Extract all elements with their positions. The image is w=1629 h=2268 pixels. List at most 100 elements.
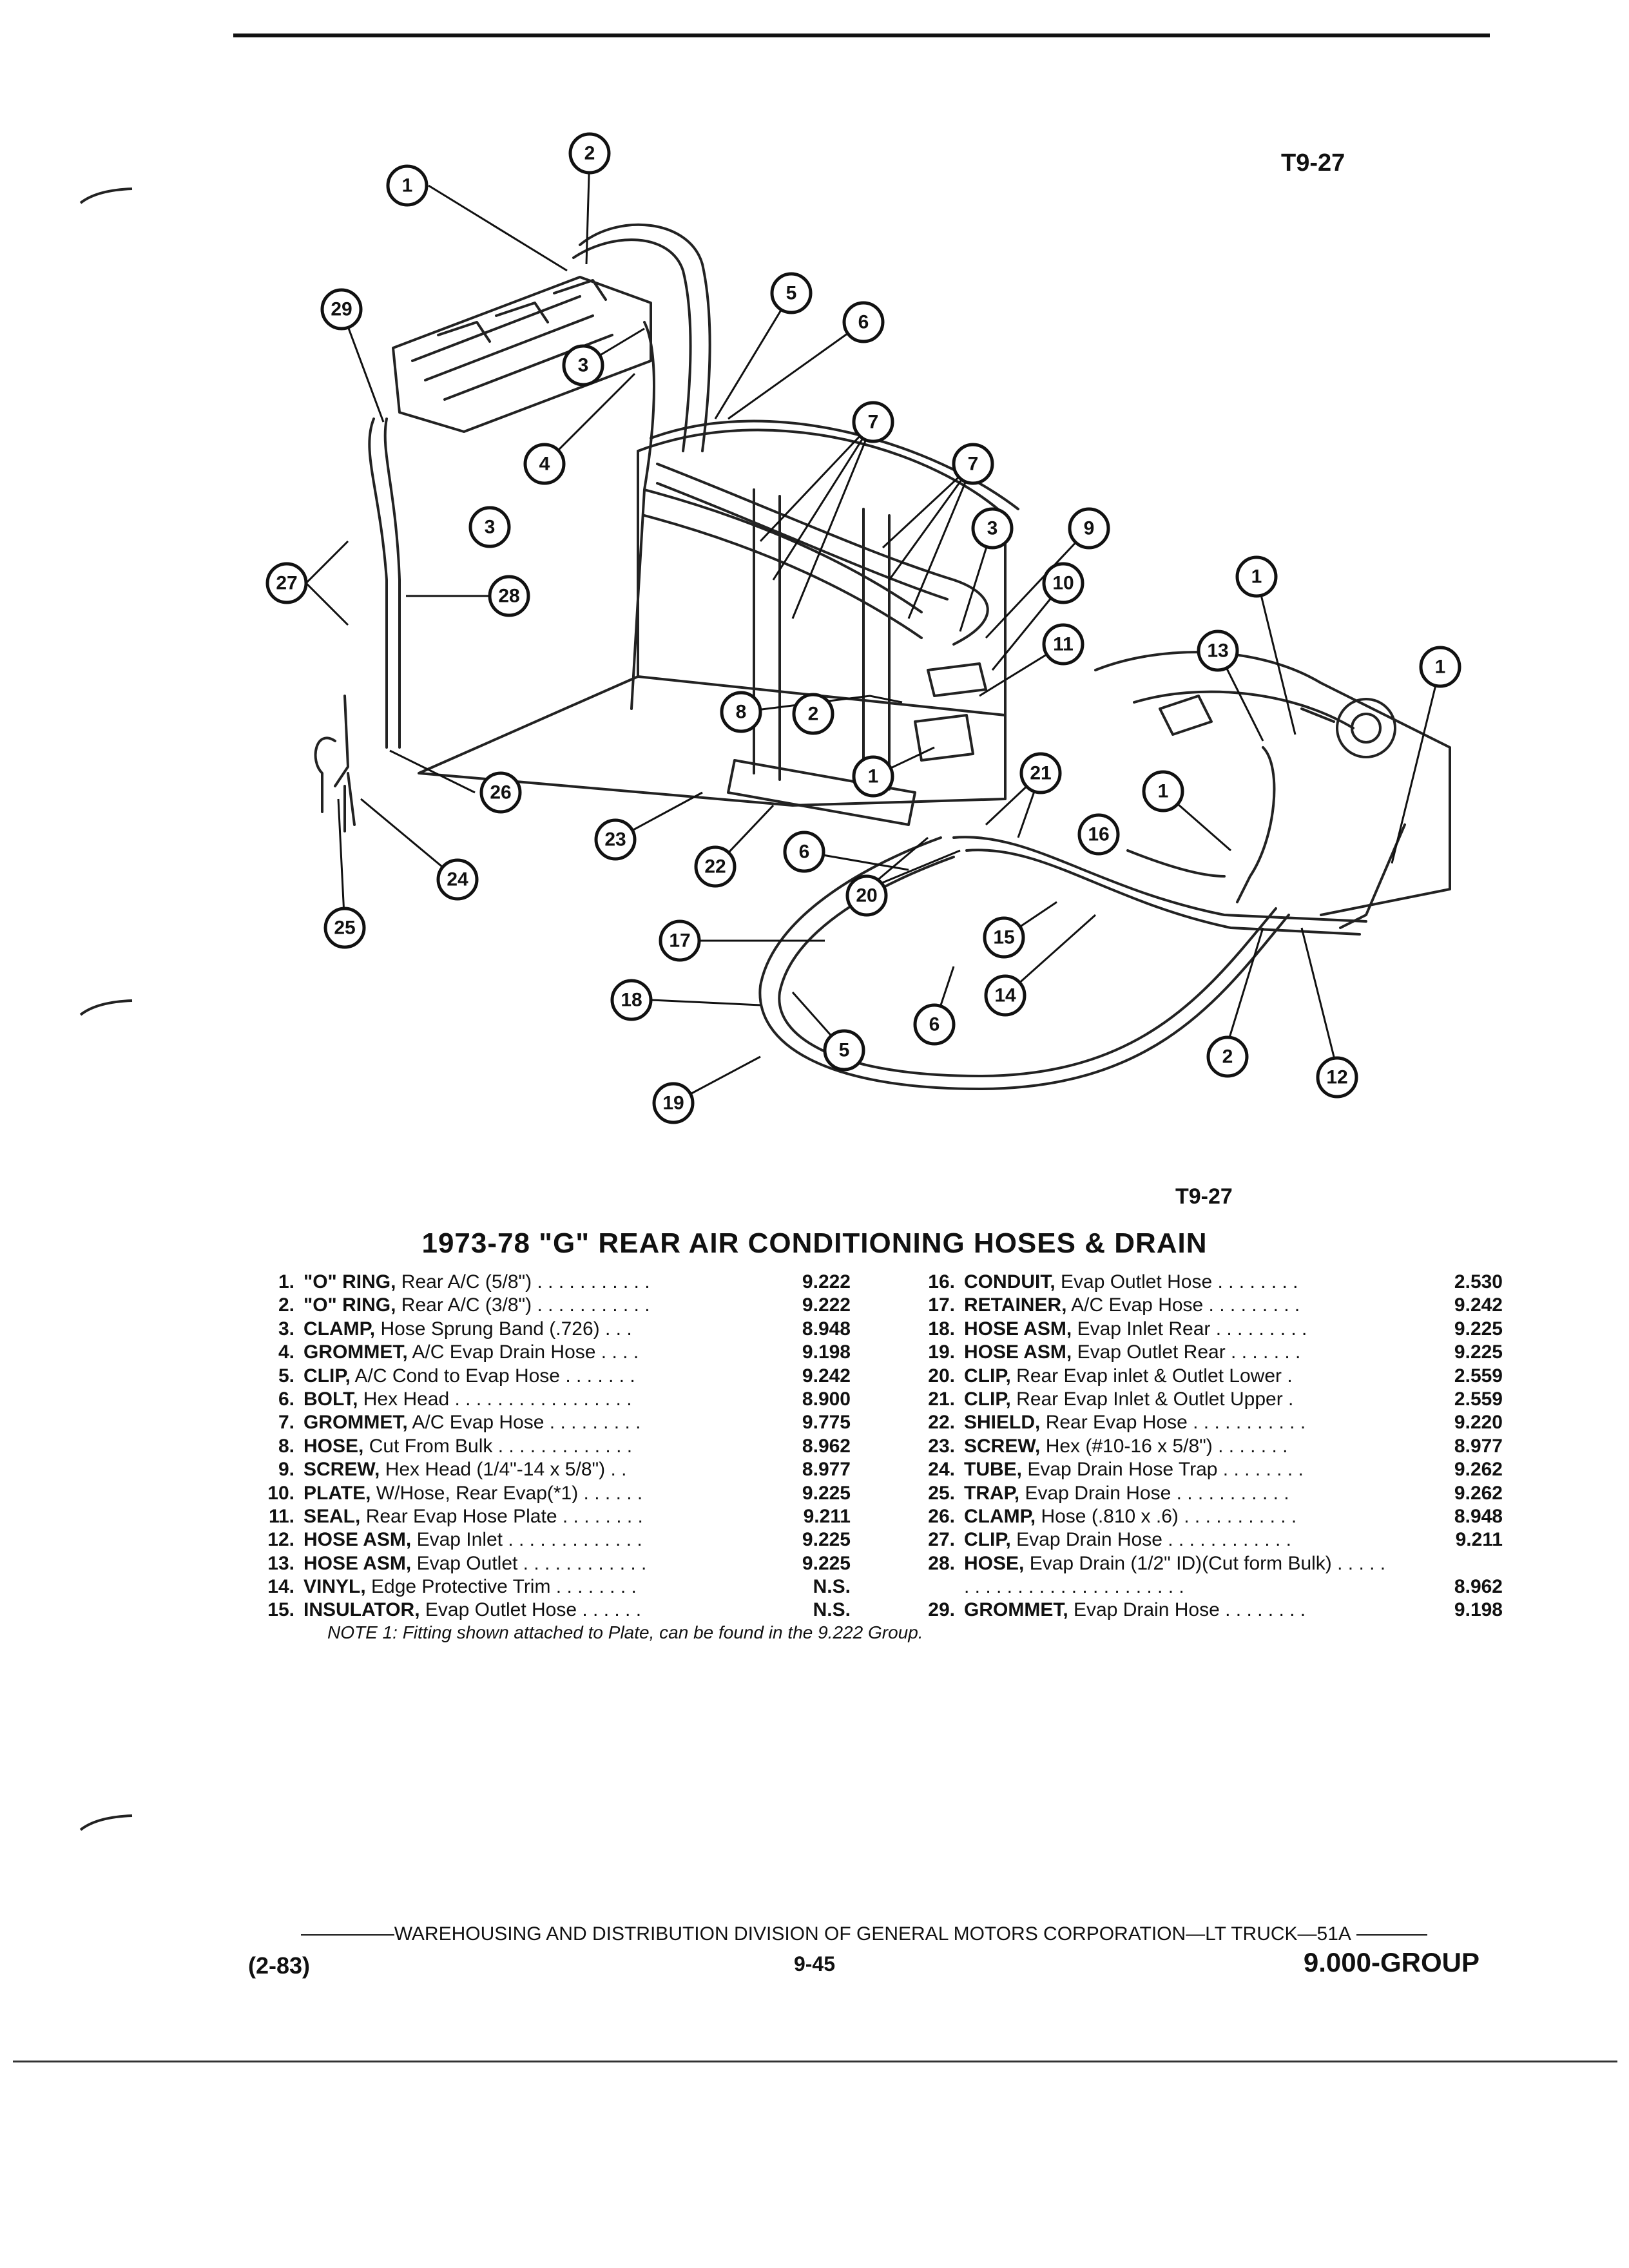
part-row: 15. INSULATOR, Evap Outlet Hose . . . . .…	[248, 1599, 851, 1622]
part-detail: A/C Evap Hose . . . . . . . . .	[407, 1412, 641, 1434]
part-detail: Hex Head (1/4"-14 x 5/8") . .	[380, 1459, 627, 1481]
part-number: 1.	[278, 1271, 294, 1293]
svg-text:6: 6	[799, 841, 810, 863]
part-detail: A/C Evap Hose . . . . . . . . .	[1066, 1294, 1300, 1316]
part-description: CLIP, A/C Cond to Evap Hose . . . . . . …	[304, 1365, 726, 1388]
part-number: 3.	[278, 1318, 294, 1340]
svg-text:15: 15	[993, 927, 1014, 948]
part-detail: Evap Outlet Rear . . . . . . .	[1072, 1341, 1301, 1363]
svg-text:18: 18	[621, 990, 642, 1011]
svg-text:2: 2	[808, 704, 819, 725]
callout-25: 25	[323, 907, 366, 949]
part-number: 23.	[928, 1435, 955, 1457]
part-name: CLIP,	[964, 1388, 1011, 1410]
part-detail: Edge Protective Trim . . . . . . . .	[365, 1576, 637, 1598]
parts-diagram: 1 2 29 3 4 5 6 7 3 27 28 7 3 9 10 11 1 1…	[265, 132, 1461, 1124]
callout-16: 16	[1077, 813, 1120, 856]
margin-mark-2	[79, 999, 133, 1016]
svg-text:11: 11	[1053, 634, 1074, 655]
part-row: 23. SCREW, Hex (#10-16 x 5/8") . . . . . …	[909, 1435, 1503, 1458]
part-group: 2.559	[1454, 1388, 1503, 1410]
part-number: 13.	[267, 1552, 294, 1574]
svg-text:24: 24	[447, 869, 468, 890]
callout-26: 26	[479, 771, 522, 814]
part-name: CLAMP,	[304, 1318, 376, 1340]
part-row: 14.VINYL, Edge Protective Trim . . . . .…	[248, 1575, 851, 1599]
part-name: HOSE ASM,	[964, 1318, 1072, 1340]
part-row: 29.GROMMET, Evap Drain Hose . . . . . . …	[909, 1599, 1503, 1622]
part-name: BOLT,	[304, 1388, 358, 1410]
part-name: TRAP,	[964, 1482, 1020, 1504]
part-number: 24.	[928, 1459, 955, 1481]
callout-3a: 3	[562, 344, 604, 387]
bottom-rule	[13, 2061, 1617, 2062]
callout-8: 8	[720, 691, 762, 733]
part-row: 6.BOLT, Hex Head . . . . . . . . . . . .…	[248, 1388, 851, 1411]
callout-29: 29	[320, 288, 363, 331]
part-name: "O" RING,	[304, 1271, 396, 1293]
callout-3b: 3	[468, 506, 511, 548]
part-name: SCREW,	[964, 1435, 1041, 1457]
svg-text:17: 17	[669, 930, 690, 952]
callout-17: 17	[659, 919, 701, 962]
part-group: 9.222	[802, 1271, 851, 1293]
svg-text:25: 25	[334, 918, 355, 939]
part-description: PLATE, W/Hose, Rear Evap(*1) . . . . . .	[304, 1482, 726, 1505]
callout-27: 27	[265, 562, 308, 604]
svg-text:2: 2	[1222, 1046, 1233, 1068]
part-row: 25.TRAP, Evap Drain Hose . . . . . . . .…	[909, 1482, 1503, 1505]
part-number: 9.	[278, 1459, 294, 1481]
callout-10: 10	[1042, 562, 1084, 604]
part-number: 29.	[928, 1599, 955, 1621]
svg-text:1: 1	[1435, 657, 1446, 678]
part-name: GROMMET,	[964, 1599, 1068, 1621]
callout-22: 22	[694, 845, 737, 888]
part-row: 22.SHIELD, Rear Evap Hose . . . . . . . …	[909, 1411, 1503, 1434]
part-detail: Rear Evap Hose . . . . . . . . . . .	[1040, 1412, 1306, 1434]
part-description: "O" RING, Rear A/C (3/8") . . . . . . . …	[304, 1294, 726, 1317]
part-name: CLIP,	[964, 1365, 1011, 1387]
part-description: SCREW, Hex Head (1/4"-14 x 5/8") . .	[304, 1458, 726, 1481]
part-number: 7.	[278, 1412, 294, 1434]
part-number: 20.	[928, 1365, 955, 1387]
part-row: 20.CLIP, Rear Evap inlet & Outlet Lower …	[909, 1365, 1503, 1388]
part-number: 27.	[928, 1529, 955, 1551]
part-detail: Evap Drain (1/2" ID)(Cut form Bulk) . . …	[964, 1552, 1386, 1598]
part-group: 9.262	[1454, 1482, 1503, 1504]
svg-text:16: 16	[1088, 824, 1109, 845]
part-detail: Evap Outlet Hose . . . . . .	[419, 1599, 642, 1621]
part-number: 21.	[928, 1388, 955, 1410]
part-description: CLIP, Evap Drain Hose . . . . . . . . . …	[964, 1528, 1389, 1552]
top-rule	[233, 34, 1490, 37]
part-number: 4.	[278, 1341, 294, 1363]
part-description: SCREW, Hex (#10-16 x 5/8") . . . . . . .	[964, 1435, 1389, 1458]
part-number: 14.	[267, 1576, 294, 1598]
group-code: 9.000-GROUP	[1303, 1947, 1480, 1977]
part-row: 27. CLIP, Evap Drain Hose . . . . . . . .…	[909, 1528, 1503, 1552]
svg-text:28: 28	[498, 586, 519, 607]
footer-division-text: WAREHOUSING AND DISTRIBUTION DIVISION OF…	[394, 1923, 1351, 1945]
callout-15: 15	[983, 916, 1025, 959]
part-name: HOSE ASM,	[304, 1552, 412, 1574]
callout-6b: 6	[783, 831, 825, 873]
part-number: 19.	[928, 1341, 955, 1363]
part-description: HOSE ASM, Evap Inlet Rear . . . . . . . …	[964, 1318, 1389, 1341]
margin-mark-1	[79, 187, 133, 204]
parts-list-left: 1."O" RING, Rear A/C (5/8") . . . . . . …	[248, 1271, 851, 1622]
part-name: GROMMET,	[304, 1341, 408, 1363]
svg-text:6: 6	[858, 312, 869, 333]
part-name: HOSE ASM,	[304, 1529, 412, 1551]
part-number: 6.	[278, 1388, 294, 1410]
footnote: NOTE 1: Fitting shown attached to Plate,…	[327, 1622, 923, 1642]
part-number: 15.	[267, 1599, 294, 1621]
part-group: 8.977	[1454, 1435, 1503, 1457]
part-group: 8.900	[802, 1388, 851, 1410]
part-name: GROMMET,	[304, 1412, 408, 1434]
svg-text:19: 19	[662, 1093, 684, 1114]
part-description: INSULATOR, Evap Outlet Hose . . . . . .	[304, 1599, 726, 1622]
callout-5a: 5	[770, 272, 813, 314]
svg-text:14: 14	[994, 985, 1016, 1006]
part-name: SCREW,	[304, 1459, 380, 1481]
part-number: 17.	[928, 1294, 955, 1316]
part-description: HOSE, Evap Drain (1/2" ID)(Cut form Bulk…	[964, 1552, 1389, 1599]
